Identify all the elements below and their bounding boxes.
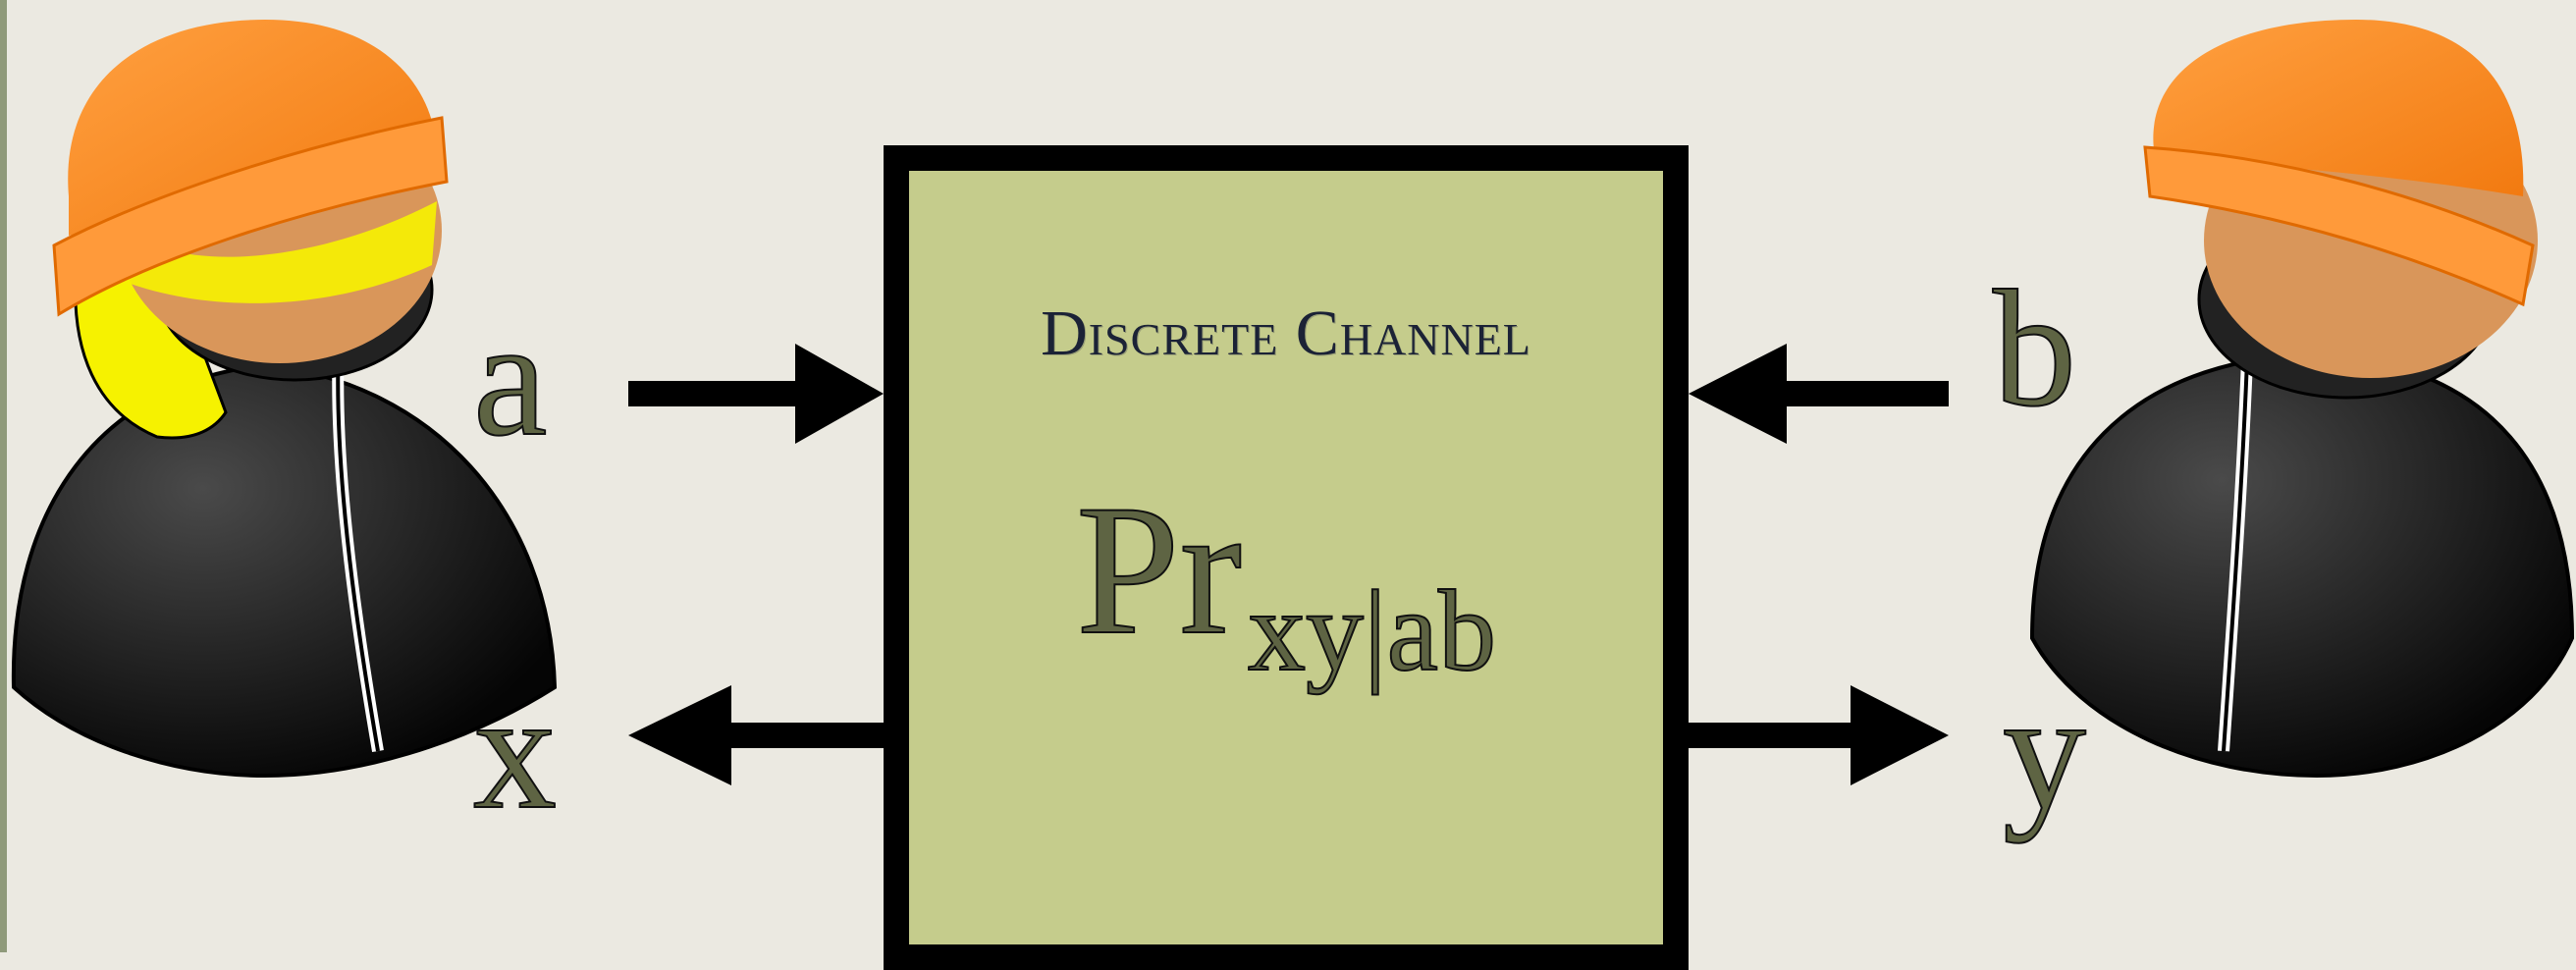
person-right-icon: [2029, 20, 2575, 779]
arrow-y-out: [1689, 685, 1949, 785]
label-b: b: [1992, 256, 2077, 441]
label-a: a: [472, 286, 548, 470]
arrow-b-in: [1689, 344, 1949, 444]
channel-formula: Prxy|ab: [909, 463, 1663, 696]
channel-title: Discrete Channel: [1041, 297, 1531, 369]
person-left-icon: [11, 20, 558, 779]
label-x: x: [472, 659, 558, 843]
arrow-x-out: [628, 685, 884, 785]
formula-subscript: xy|ab: [1247, 566, 1497, 696]
left-edge-strip: [0, 0, 7, 952]
arrow-a-in: [628, 344, 884, 444]
discrete-channel-box: Discrete Channel Prxy|ab: [884, 145, 1689, 970]
label-y: y: [2002, 659, 2087, 843]
formula-main: Pr: [1075, 466, 1243, 674]
